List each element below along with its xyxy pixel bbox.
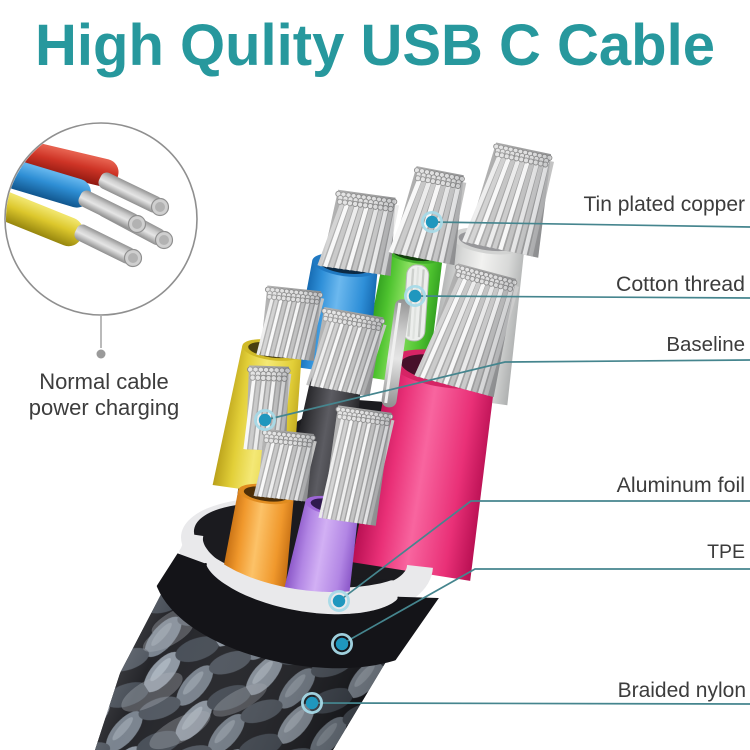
svg-text:Cotton thread: Cotton thread — [616, 272, 745, 296]
svg-text:Braided nylon: Braided nylon — [618, 679, 746, 702]
svg-text:power charging: power charging — [29, 395, 179, 420]
svg-text:Baseline: Baseline — [666, 333, 745, 356]
svg-text:Aluminum foil: Aluminum foil — [617, 473, 745, 497]
svg-text:TPE: TPE — [707, 541, 745, 563]
svg-text:Normal cable: Normal cable — [39, 369, 169, 394]
svg-text:High Qulity USB C Cable: High Qulity USB C Cable — [35, 13, 715, 78]
svg-text:Tin plated copper: Tin plated copper — [584, 193, 746, 216]
